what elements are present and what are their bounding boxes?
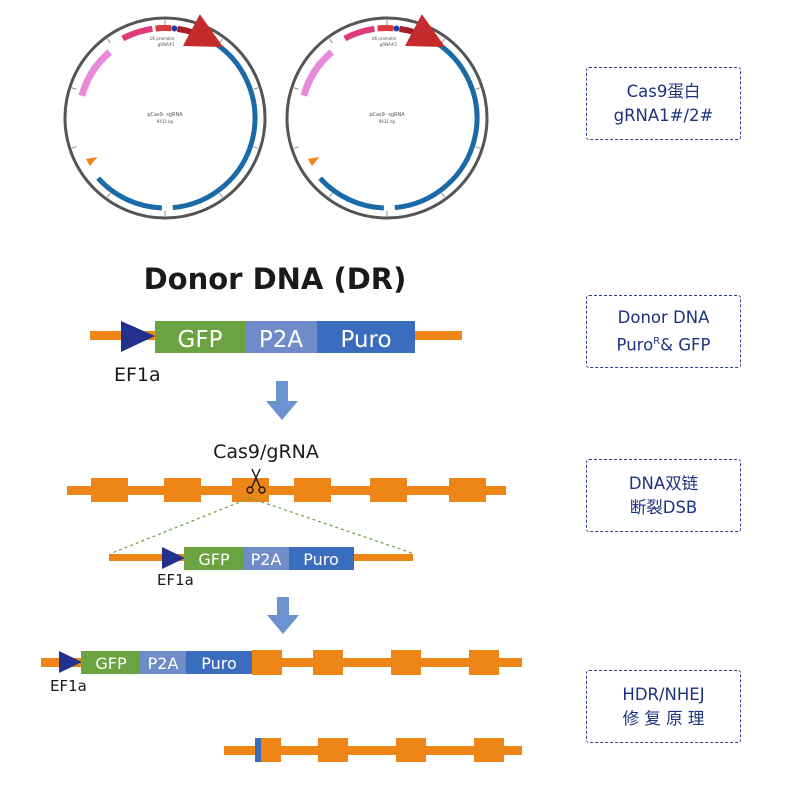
orange-feature xyxy=(307,157,320,166)
box-line: DNA双链 xyxy=(628,473,699,493)
box-line: 修 复 原 理 xyxy=(622,708,705,728)
gfp-label-hdr: GFP xyxy=(95,654,127,673)
puc-ori-feature xyxy=(121,25,153,42)
label-box-repair: HDR/NHEJ 修 复 原 理 xyxy=(586,670,741,743)
promoter-label: U6 promoter xyxy=(372,36,398,41)
down-arrow-icon xyxy=(266,381,298,420)
plasmid-size: 9431 bp xyxy=(379,119,396,124)
ef1a-label: EF1a xyxy=(114,364,161,386)
grna-feature xyxy=(171,25,178,32)
plasmid-tick xyxy=(441,193,445,198)
plasmid-tick xyxy=(253,87,259,90)
plasmid-tick xyxy=(219,193,223,198)
box-superscript: R xyxy=(653,335,661,347)
plasmid-size: 9431 bp xyxy=(157,119,174,124)
box-line: Puro xyxy=(616,335,654,355)
plasmid-tick xyxy=(475,87,481,90)
promoter-arrow-icon xyxy=(121,321,155,352)
puc-ori-feature xyxy=(343,25,375,42)
p2a-segment xyxy=(245,321,317,353)
cas9-feature xyxy=(172,37,258,211)
puro-label-small: Puro xyxy=(303,550,339,569)
donor-title: Donor DNA (DR) xyxy=(143,262,407,296)
down-arrow-icon xyxy=(267,597,299,634)
grna-label: gRNA#1 xyxy=(158,42,175,47)
gfp-segment xyxy=(155,321,245,353)
gfp-label-small: GFP xyxy=(198,550,230,569)
plasmid-name: pCas9- sgRNA xyxy=(369,112,405,118)
puro-label: Puro xyxy=(340,327,391,353)
box-line: Cas9蛋白 xyxy=(626,81,701,101)
cas9-feature-2 xyxy=(96,176,162,211)
scissors-icon xyxy=(246,468,266,494)
donor-insert-small: GFP P2A Puro EF1a xyxy=(109,547,413,589)
cas9-feature xyxy=(394,37,480,211)
plasmid-tick xyxy=(253,146,259,149)
promoter-label: U6 promoter xyxy=(150,36,176,41)
gfp-label: GFP xyxy=(178,327,223,353)
plasmid-tick xyxy=(71,146,77,149)
box-line: 断裂DSB xyxy=(629,497,698,517)
box-line: & GFP xyxy=(660,335,711,355)
donor-construct: GFP P2A Puro EF1a xyxy=(90,321,462,386)
p2a-label: P2A xyxy=(259,327,304,353)
plasmid-backbone xyxy=(285,16,489,220)
plasmid-tick xyxy=(441,38,445,43)
genomic-dna xyxy=(67,478,506,502)
cas9-promoter-feature xyxy=(399,14,446,47)
puro-segment xyxy=(317,321,415,353)
plasmid-tick xyxy=(475,146,481,149)
hdr-integrated-dna: GFP P2A Puro EF1a xyxy=(41,650,522,695)
plasmid-tick xyxy=(107,38,111,43)
pink-feature xyxy=(300,49,335,97)
label-box-donor: Donor DNA PuroR& GFP xyxy=(586,295,741,368)
homology-lines xyxy=(111,497,413,554)
label-box-dsb: DNA双链 断裂DSB xyxy=(586,459,741,532)
p2a-label-small: P2A xyxy=(251,550,282,569)
cas9-grna-label: Cas9/gRNA xyxy=(213,441,319,463)
plasmid-tick xyxy=(329,193,333,198)
plasmid-tick xyxy=(71,87,77,90)
p2a-label-hdr: P2A xyxy=(148,654,179,673)
promoter-arrow-icon xyxy=(162,547,185,569)
plasmid-name: pCas9- sgRNA xyxy=(147,112,183,118)
cas9-feature-2 xyxy=(318,176,384,211)
plasmid-tick xyxy=(219,38,223,43)
ef1a-label-small: EF1a xyxy=(157,571,194,589)
grna-feature xyxy=(393,25,400,32)
pink-feature xyxy=(78,49,113,97)
plasmid-tick xyxy=(107,193,111,198)
plasmid-tick xyxy=(293,87,299,90)
nhej-dna xyxy=(224,738,522,762)
box-line-mixed: PuroR& GFP xyxy=(587,330,740,358)
ef1a-label-hdr: EF1a xyxy=(50,677,87,695)
plasmid-tick xyxy=(293,146,299,149)
box-line: gRNA1#/2# xyxy=(613,105,714,125)
grna-label: gRNA#2 xyxy=(380,42,397,47)
plasmid-tick xyxy=(329,38,333,43)
puro-label-hdr: Puro xyxy=(201,654,237,673)
promoter-arrow-icon xyxy=(59,651,82,673)
plasmid-backbone xyxy=(63,16,267,220)
label-box-cas9: Cas9蛋白 gRNA1#/2# xyxy=(586,67,741,140)
orange-feature xyxy=(85,157,98,166)
box-line: Donor DNA xyxy=(617,307,710,327)
box-line: HDR/NHEJ xyxy=(622,684,705,704)
cas9-promoter-feature xyxy=(177,14,224,47)
